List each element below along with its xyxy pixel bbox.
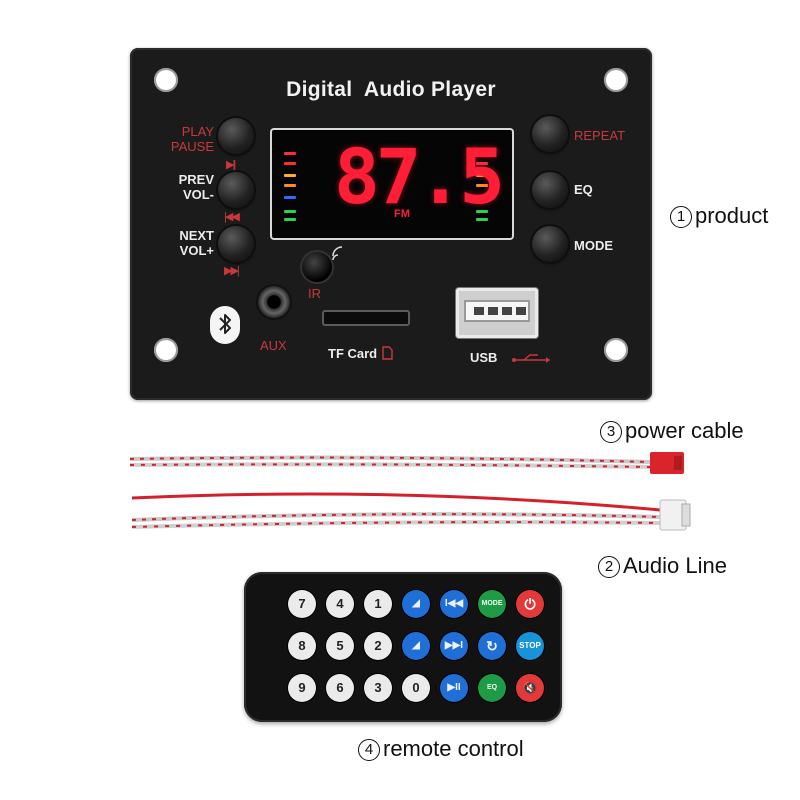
- ir-label: IR: [308, 286, 321, 301]
- level-bar: [476, 174, 488, 177]
- usb-socket: [464, 300, 530, 322]
- power-connector-latch: [674, 456, 682, 470]
- remote-next-key[interactable]: ▶▶I: [440, 632, 468, 660]
- level-bar: [476, 152, 488, 155]
- mode-label: MODE: [574, 238, 613, 253]
- eq-label: EQ: [574, 182, 593, 197]
- remote-key-6[interactable]: 6: [326, 674, 354, 702]
- remote-mute-key[interactable]: 🔇: [516, 674, 544, 702]
- level-bar: [284, 184, 296, 187]
- tf-card-label: TF Card: [328, 346, 393, 361]
- bluetooth-badge: [210, 306, 240, 344]
- aux-label: AUX: [260, 338, 287, 353]
- level-bar: [284, 210, 296, 213]
- remote-eq-key[interactable]: EQ: [478, 674, 506, 702]
- remote-power-key[interactable]: ⏻: [516, 590, 544, 618]
- level-bar: [476, 162, 488, 165]
- remote-key-9[interactable]: 9: [288, 674, 316, 702]
- remote-stop-key[interactable]: STOP: [516, 632, 544, 660]
- level-bar: [476, 210, 488, 213]
- remote-vol-down-key[interactable]: ◢: [402, 632, 430, 660]
- signal-icon: [332, 246, 343, 261]
- bluetooth-icon: [219, 314, 231, 334]
- remote-key-7[interactable]: 7: [288, 590, 316, 618]
- usb-pin: [516, 307, 526, 315]
- usb-pin: [502, 307, 512, 315]
- remote-key-8[interactable]: 8: [288, 632, 316, 660]
- remote-repeat-key[interactable]: ↻: [478, 632, 506, 660]
- level-bar: [284, 196, 296, 199]
- remote-mode-key[interactable]: MODE: [478, 590, 506, 618]
- next-vol-up-label: NEXT VOL+: [179, 228, 214, 258]
- mode-button[interactable]: [532, 226, 568, 262]
- remote-vol-up-key[interactable]: ◢: [402, 590, 430, 618]
- repeat-button[interactable]: [532, 116, 568, 152]
- remote-key-3[interactable]: 3: [364, 674, 392, 702]
- repeat-label: REPEAT: [574, 128, 626, 143]
- sd-card-icon: [382, 346, 393, 360]
- aux-jack[interactable]: [258, 286, 290, 318]
- remote-prev-key[interactable]: I◀◀: [440, 590, 468, 618]
- audio-player-panel: Digital Audio Player PLAY PAUSE ▶|| PREV…: [130, 48, 652, 400]
- remote-play-pause-key[interactable]: ▶II: [440, 674, 468, 702]
- play-pause-icon: ▶||: [226, 159, 236, 171]
- prev-vol-down-button[interactable]: [218, 172, 254, 208]
- next-vol-up-button[interactable]: [218, 226, 254, 262]
- eq-button[interactable]: [532, 172, 568, 208]
- remote-key-2[interactable]: 2: [364, 632, 392, 660]
- remote-key-0[interactable]: 0: [402, 674, 430, 702]
- panel-title: Digital Audio Player: [286, 78, 496, 101]
- usb-port[interactable]: [456, 288, 538, 338]
- mounting-hole: [154, 338, 178, 362]
- ir-receiver: [302, 252, 332, 282]
- power-cable: [129, 455, 651, 469]
- prev-icon: |◀◀: [224, 211, 240, 223]
- level-bar: [284, 174, 296, 177]
- band-indicator: FM: [394, 208, 410, 220]
- level-bar: [284, 152, 296, 155]
- play-pause-button[interactable]: [218, 118, 254, 154]
- usb-symbol-icon: [512, 354, 550, 363]
- play-pause-label: PLAY PAUSE: [170, 124, 214, 154]
- usb-pin: [474, 307, 484, 315]
- remote-key-4[interactable]: 4: [326, 590, 354, 618]
- level-bar: [284, 162, 296, 165]
- mounting-hole: [604, 338, 628, 362]
- audio-connector-latch: [681, 503, 691, 527]
- mounting-hole: [604, 68, 628, 92]
- tf-card-slot[interactable]: [322, 310, 410, 326]
- audio-line: [131, 492, 661, 529]
- led-display: 87.5 FM: [270, 128, 514, 240]
- level-bar: [476, 196, 488, 199]
- level-bar: [476, 218, 488, 221]
- remote-control: 7 4 1 ◢ I◀◀ MODE ⏻ 8 5 2 ◢ ▶▶I ↻ STOP 9 …: [244, 572, 562, 722]
- usb-pin: [488, 307, 498, 315]
- remote-key-1[interactable]: 1: [364, 590, 392, 618]
- mounting-hole: [154, 68, 178, 92]
- remote-key-5[interactable]: 5: [326, 632, 354, 660]
- next-icon: ▶▶|: [224, 265, 240, 277]
- prev-vol-down-label: PREV VOL-: [178, 172, 214, 202]
- level-bar: [476, 184, 488, 187]
- level-bar: [284, 218, 296, 221]
- usb-label: USB: [470, 350, 498, 365]
